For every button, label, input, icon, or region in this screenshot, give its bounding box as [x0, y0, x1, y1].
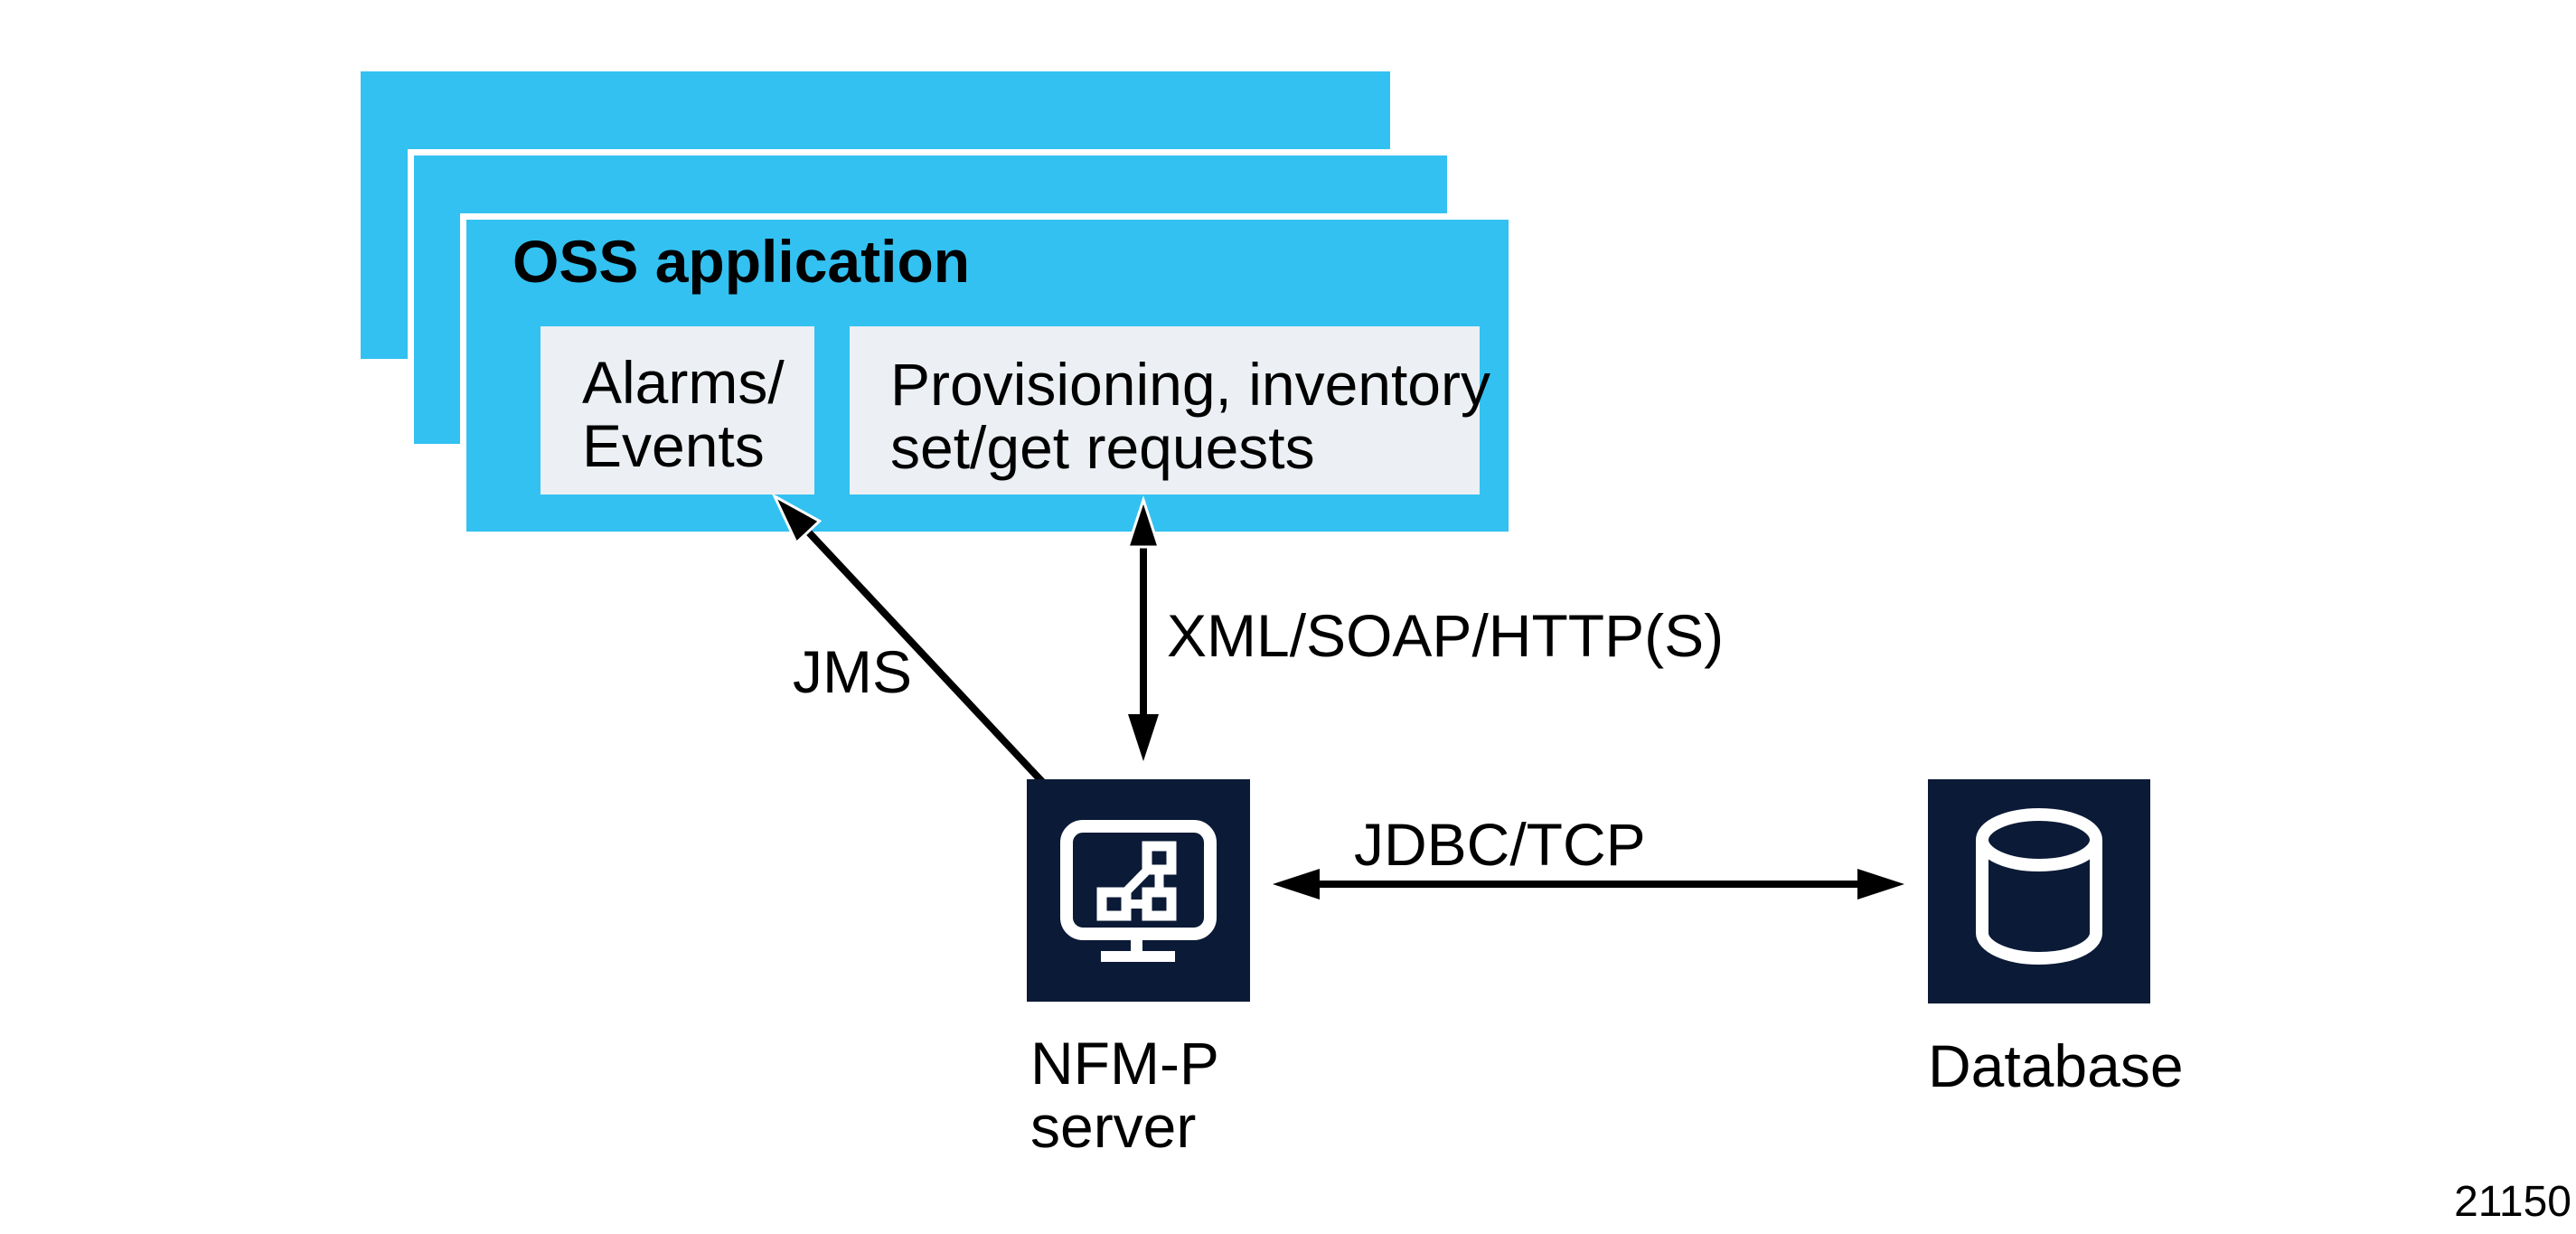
- alarms-events-panel: [541, 326, 814, 495]
- xml-soap-arrow: [1125, 495, 1161, 761]
- nfmp-server-icon: [1027, 779, 1250, 1002]
- oss-application-title: OSS application: [512, 228, 971, 295]
- alarms-events-label: Alarms/ Events: [582, 349, 785, 479]
- database-label: Database: [1928, 1032, 2184, 1099]
- nfmp-server-label: NFM-P server: [1030, 1030, 1219, 1160]
- jms-label: JMS: [793, 638, 912, 705]
- database-cylinder-icon: [1976, 808, 2102, 965]
- jms-arrow: [771, 493, 1049, 789]
- xml-soap-http-label: XML/SOAP/HTTP(S): [1167, 602, 1725, 669]
- database-icon: [1928, 779, 2150, 1003]
- provisioning-label: Provisioning, inventory set/get requests: [890, 351, 1490, 481]
- jdbc-arrow: [1273, 869, 1904, 900]
- figure-number: 21150: [2454, 1178, 2571, 1226]
- provisioning-panel: [850, 326, 1480, 495]
- monitor-network-topology-icon: [1060, 820, 1217, 962]
- jdbc-tcp-label: JDBC/TCP: [1354, 811, 1646, 878]
